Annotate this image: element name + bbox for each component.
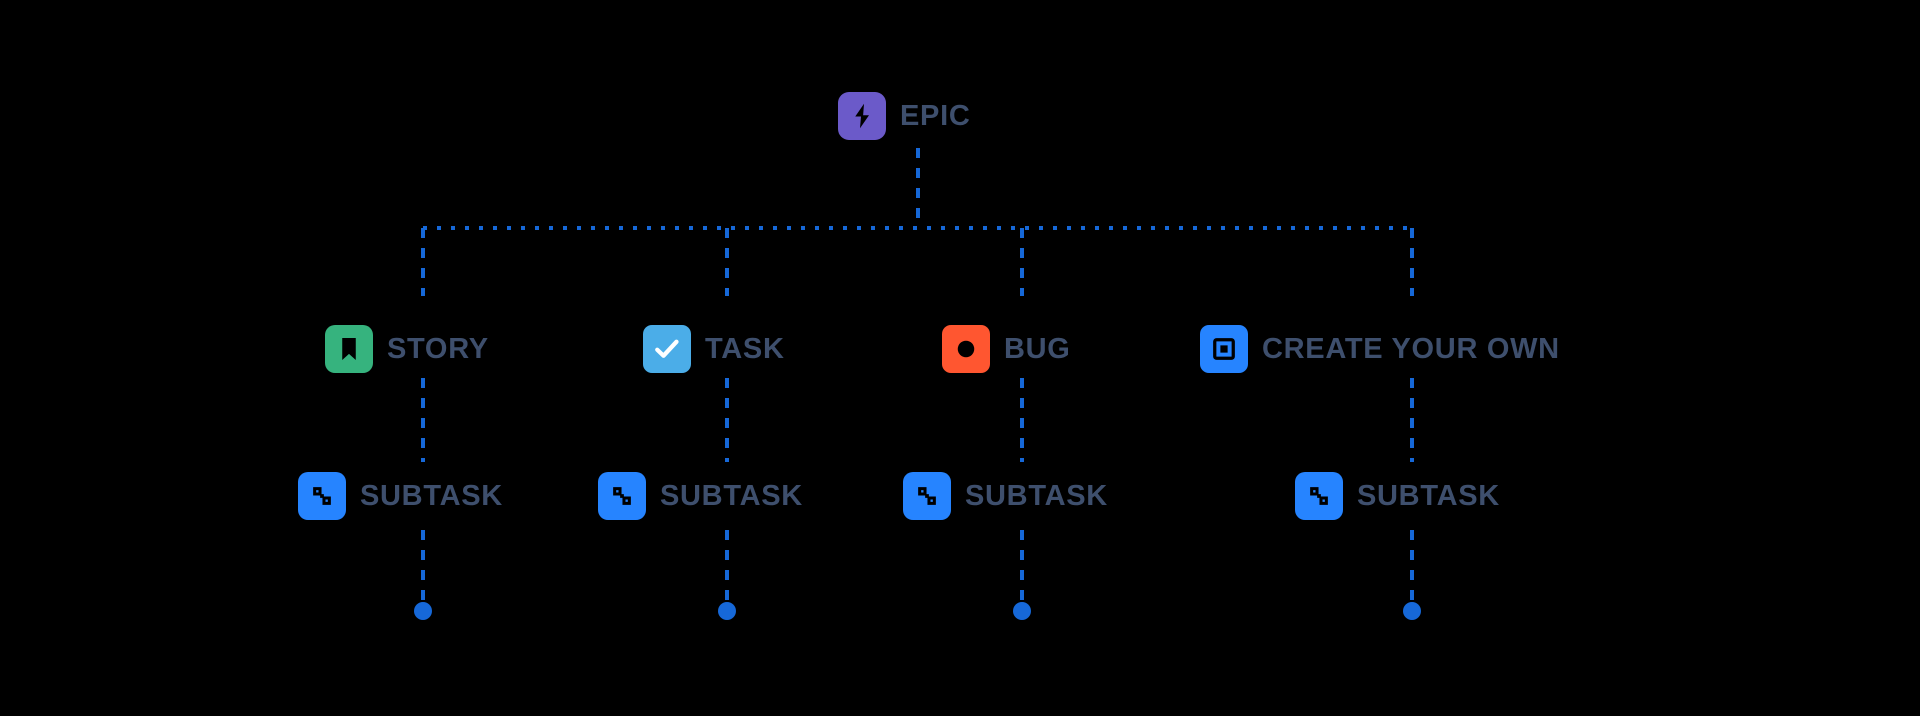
story-bookmark-icon <box>325 325 373 373</box>
node-epic[interactable]: EPIC <box>838 92 971 140</box>
create-your-own-square-icon <box>1200 325 1248 373</box>
subtask-squares-icon <box>598 472 646 520</box>
subtask-label: SUBTASK <box>1357 479 1500 512</box>
subtask-squares-icon <box>1295 472 1343 520</box>
bug-label: BUG <box>1004 332 1071 365</box>
create-your-own-label: CREATE YOUR OWN <box>1262 332 1560 365</box>
bug-circle-icon <box>942 325 990 373</box>
task-check-icon <box>643 325 691 373</box>
story-label: STORY <box>387 332 489 365</box>
subtask-label: SUBTASK <box>360 479 503 512</box>
subtask-squares-icon <box>903 472 951 520</box>
node-subtask[interactable]: SUBTASK <box>1295 472 1500 520</box>
epic-lightning-icon <box>838 92 886 140</box>
subtask-squares-icon <box>298 472 346 520</box>
node-story[interactable]: STORY <box>325 325 489 373</box>
node-create-your-own[interactable]: CREATE YOUR OWN <box>1200 325 1560 373</box>
node-subtask[interactable]: SUBTASK <box>903 472 1108 520</box>
task-label: TASK <box>705 332 785 365</box>
epic-label: EPIC <box>900 99 971 132</box>
node-bug[interactable]: BUG <box>942 325 1071 373</box>
subtask-label: SUBTASK <box>965 479 1108 512</box>
node-task[interactable]: TASK <box>643 325 785 373</box>
subtask-label: SUBTASK <box>660 479 803 512</box>
node-subtask[interactable]: SUBTASK <box>598 472 803 520</box>
node-subtask[interactable]: SUBTASK <box>298 472 503 520</box>
